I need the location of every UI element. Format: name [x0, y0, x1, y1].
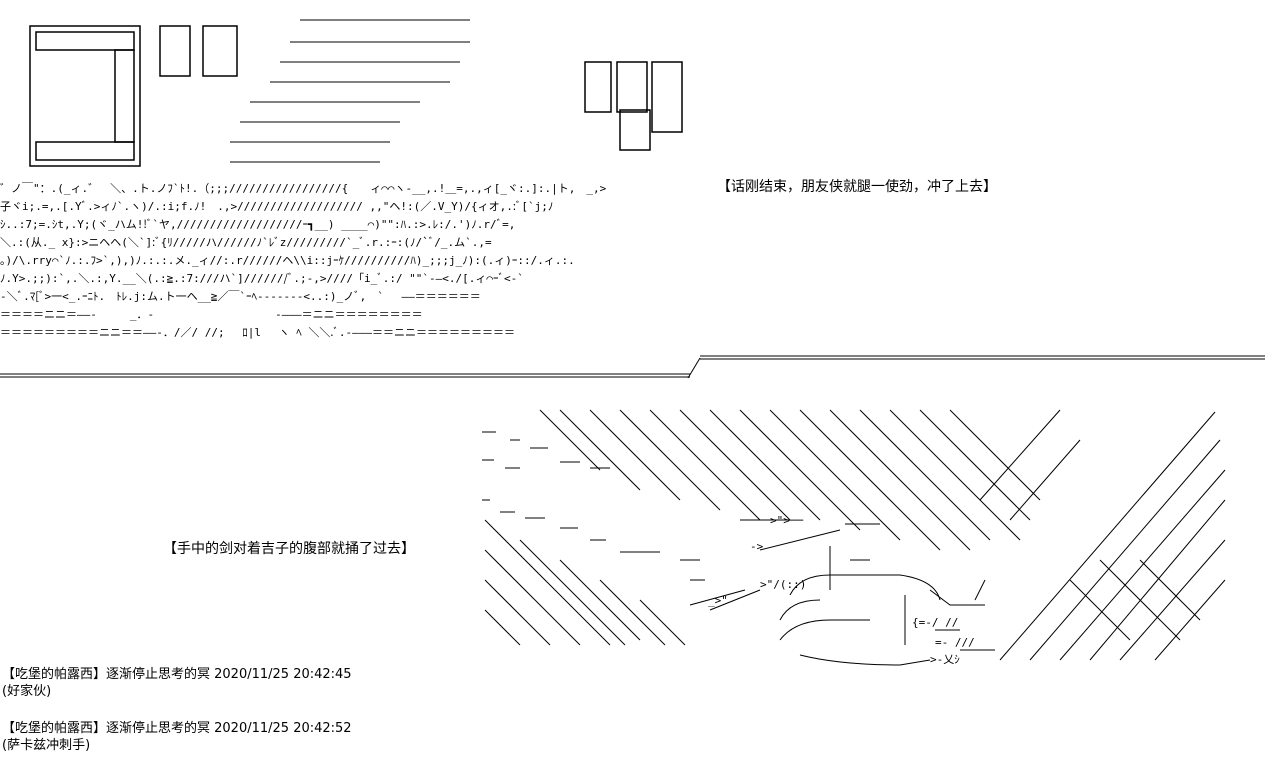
- svg-text:。)/\.rry⌒`ﾉ.:.ﾌ>`,),)ﾉ.:.:.メ._: 。)/\.rry⌒`ﾉ.:.ﾌ>`,),)ﾉ.:.:.メ._ィ//:.r////…: [0, 254, 575, 267]
- svg-text:＝＝＝＝＝＝＝＝＝ニニ＝＝――-．/／/ //; ﾛ|l: ＝＝＝＝＝＝＝＝＝ニニ＝＝――-．/／/ //; ﾛ|l ヽ ﾍ ＼＼.ﾞ.-―…: [0, 326, 515, 339]
- sword-figure-text: >">── -> >"/(::) _>" {=-/ // =- /// >-乂ｼ: [708, 514, 975, 666]
- svg-text:>-乂ｼ: >-乂ｼ: [930, 653, 960, 666]
- ground-lines: [0, 355, 1265, 379]
- comment-body: (好家伙): [2, 684, 52, 699]
- svg-text:>">──: >">──: [770, 514, 803, 527]
- hatch-lines: [484, 409, 1226, 661]
- svg-text:＼.:(从._ x}:>ニヘヘ(＼`]:ﾞ{ﾘ/////ハ/: ＼.:(从._ x}:>ニヘヘ(＼`]:ﾞ{ﾘ/////ハ//////ﾉ`ﾚﾞz…: [0, 236, 492, 249]
- svg-text:＝＝＝＝ニニ＝――- _．- -――: ＝＝＝＝ニニ＝――- _．- -―――＝ニニ＝＝＝＝＝＝＝＝: [0, 308, 423, 321]
- svg-text:子ヾi;.=,.[.Yﾞ.>ィﾉ`.ヽ)/.:i;f.ﾉ!: 子ヾi;.=,.[.Yﾞ.>ィﾉ`.ヽ)/.:i;f.ﾉ! .,>///////…: [0, 200, 553, 213]
- comment-body: (萨卡兹冲刺手): [2, 738, 91, 753]
- svg-text:=- ///: =- ///: [935, 636, 975, 649]
- svg-text:_>": _>": [708, 594, 728, 607]
- svg-text:>"/(::): >"/(::): [760, 578, 806, 591]
- sound-effect-lettering-left: [29, 25, 238, 167]
- svg-text:-＼ﾞ.ﾏ[ﾞ>一<_.ｰﾆﾄ. ﾄﾚ.j:ム.ト一ヘ__≧: -＼ﾞ.ﾏ[ﾞ>一<_.ｰﾆﾄ. ﾄﾚ.j:ム.ト一ヘ__≧／￣`ｰﾍ-‐--‐…: [0, 289, 481, 303]
- svg-text:ｼ..:7;=.ｼt,.Y;(ヾ_ハム!!ﾞ`ヤ,/////: ｼ..:7;=.ｼt,.Y;(ヾ_ハム!!ﾞ`ヤ,///////////////…: [0, 218, 515, 231]
- sound-effect-lettering-right: [584, 61, 683, 151]
- comment-post: 【吃堡的帕露西】逐渐停止思考的冥 2020/11/25 20:42:45 (好家…: [2, 666, 352, 700]
- comment-header: 【吃堡的帕露西】逐渐停止思考的冥 2020/11/25 20:42:45: [2, 667, 352, 682]
- ascii-art-dash-scene: ゛ノ￣"：.(_ィ.゛ ＼、.ト.ノﾌ`ﾄ!.（;;;/////////////…: [0, 19, 1265, 379]
- ascii-figures: ゛ノ￣"：.(_ィ.゛ ＼、.ト.ノﾌ`ﾄ!.（;;;/////////////…: [0, 181, 607, 339]
- sword-hand-figure: [689, 529, 995, 666]
- svg-text:ﾉ.Y>.;;):`,.＼.:,Y.__＼(.:≧.:7:/: ﾉ.Y>.;;):`,.＼.:,Y.__＼(.:≧.:7:///ハ`]/////…: [0, 272, 524, 285]
- svg-text:{=-/ //: {=-/ //: [912, 616, 958, 629]
- narration-caption-first: 【话刚结束，朋友侠就腿一使劲，冲了上去】: [717, 179, 997, 195]
- narration-caption-second: 【手中的剑对着吉子的腹部就捅了过去】: [163, 541, 415, 557]
- dash-marks: [482, 431, 880, 581]
- svg-text:゛ノ￣"：.(_ィ.゛ ＼、.ト.ノﾌ`ﾄ!.（;;;///: ゛ノ￣"：.(_ィ.゛ ＼、.ト.ノﾌ`ﾄ!.（;;;/////////////…: [0, 181, 607, 195]
- speed-lines-upper: [230, 19, 470, 163]
- comment-header: 【吃堡的帕露西】逐渐停止思考的冥 2020/11/25 20:42:52: [2, 721, 352, 736]
- comment-post: 【吃堡的帕露西】逐渐停止思考的冥 2020/11/25 20:42:52 (萨卡…: [2, 720, 352, 754]
- svg-text:->: ->: [750, 540, 764, 553]
